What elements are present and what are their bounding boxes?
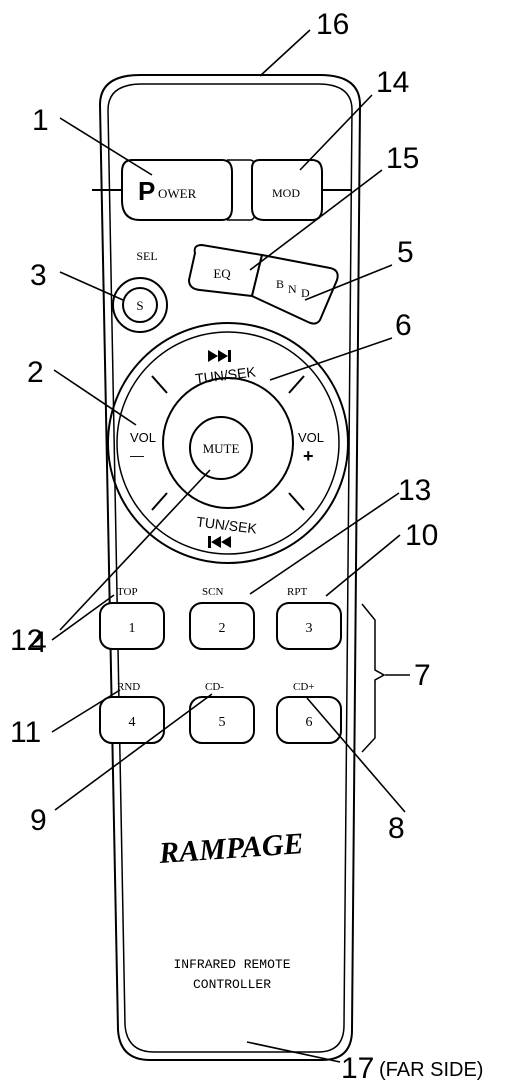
callout-2: 2 xyxy=(27,356,44,389)
callout-labels: 16 14 15 1 3 5 6 2 4 13 10 12 7 11 9 8 1… xyxy=(10,8,483,1085)
bnd-letter-b: B xyxy=(276,277,284,291)
caption-line-1: INFRARED REMOTE xyxy=(173,957,290,972)
numeric-keypad: TOP SCN RPT RND CD- CD+ xyxy=(117,586,314,693)
key-2[interactable]: 2 xyxy=(189,602,255,650)
callout-13: 13 xyxy=(398,474,431,507)
tune-seek-down-button[interactable]: TUN/SEK xyxy=(196,513,259,548)
key-6-label: 6 xyxy=(306,715,313,730)
key-2-label: 2 xyxy=(219,621,226,636)
callout-1: 1 xyxy=(32,104,49,137)
volume-down-button[interactable]: VOL — xyxy=(130,430,156,463)
top-label: TOP xyxy=(117,586,138,598)
sel-button[interactable]: SEL S xyxy=(112,249,168,333)
callout-3: 3 xyxy=(30,259,47,292)
callout-11: 11 xyxy=(10,716,41,749)
remote-body xyxy=(98,74,362,1061)
callout-10: 10 xyxy=(405,519,438,552)
sel-key-label: S xyxy=(136,298,143,313)
callout-12: 12 xyxy=(10,624,43,657)
callout-17-note: (FAR SIDE) xyxy=(379,1059,483,1081)
mute-button[interactable]: MUTE xyxy=(162,377,294,509)
fast-forward-icon xyxy=(208,350,218,362)
rewind-icon-2 xyxy=(221,536,231,548)
volume-down-label: VOL xyxy=(130,430,156,445)
key-5[interactable]: 5 xyxy=(189,696,255,744)
volume-up-label: VOL xyxy=(298,430,324,445)
callout-14: 14 xyxy=(376,66,409,99)
skip-bar-icon xyxy=(228,350,231,362)
callout-5: 5 xyxy=(397,236,414,269)
power-label: OWER xyxy=(158,186,197,201)
cd-plus-label: CD+ xyxy=(293,681,314,693)
bnd-letter-d: D xyxy=(301,286,310,300)
callout-16: 16 xyxy=(316,8,349,41)
callout-leaders xyxy=(51,29,410,1063)
mod-button[interactable]: MOD xyxy=(251,159,323,221)
fast-forward-icon-2 xyxy=(218,350,228,362)
cd-minus-label: CD- xyxy=(205,681,224,693)
callout-9: 9 xyxy=(30,804,47,837)
callout-7: 7 xyxy=(414,659,431,692)
caption-line-2: CONTROLLER xyxy=(193,977,271,992)
key-4-label: 4 xyxy=(129,715,136,730)
brand-logo: RAMPAGE xyxy=(157,827,304,870)
key-4[interactable]: 4 xyxy=(99,696,165,744)
rewind-icon xyxy=(211,536,221,548)
rnd-label: RND xyxy=(117,681,140,693)
key-1[interactable]: 1 xyxy=(99,602,165,650)
callout-6: 6 xyxy=(395,309,412,342)
bnd-button[interactable]: B N D xyxy=(250,253,339,325)
minus-icon: — xyxy=(130,447,144,463)
mute-label: MUTE xyxy=(203,441,240,456)
plus-icon: + xyxy=(303,446,314,466)
key-3-label: 3 xyxy=(306,621,313,636)
callout-15: 15 xyxy=(386,142,419,175)
key-1-label: 1 xyxy=(129,621,136,636)
callout-4: 4 xyxy=(30,626,47,659)
bnd-letter-n: N xyxy=(288,282,297,296)
eq-button[interactable]: EQ xyxy=(187,243,264,298)
tune-seek-down-label: TUN/SEK xyxy=(196,513,259,536)
eq-label: EQ xyxy=(213,266,231,281)
keypad-bracket xyxy=(361,603,386,753)
rpt-label: RPT xyxy=(287,586,307,598)
key-5-label: 5 xyxy=(219,715,226,730)
power-button[interactable]: P OWER xyxy=(121,159,233,221)
volume-up-button[interactable]: VOL + xyxy=(298,430,324,466)
scn-label: SCN xyxy=(202,586,223,598)
callout-17: 17 xyxy=(341,1052,374,1085)
navigation-pad xyxy=(107,322,349,564)
sel-label: SEL xyxy=(136,249,157,263)
key-3[interactable]: 3 xyxy=(276,602,342,650)
power-initial: P xyxy=(138,176,155,206)
key-6[interactable]: 6 xyxy=(276,696,342,744)
skip-back-bar-icon xyxy=(208,536,211,548)
mod-label: MOD xyxy=(272,186,300,200)
callout-8: 8 xyxy=(388,812,405,845)
